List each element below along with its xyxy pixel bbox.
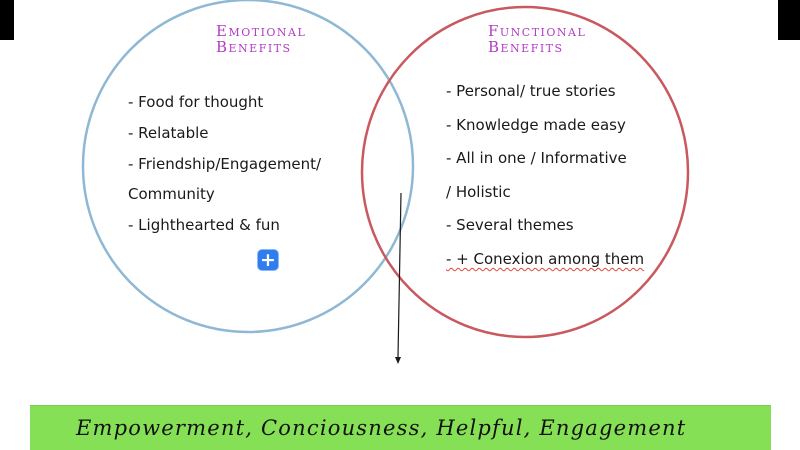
- functional-item: - Several themes: [446, 216, 574, 235]
- emotional-circle: [81, 0, 415, 334]
- functional-heading: Functional Benefits: [488, 23, 586, 55]
- right-edge-bar: [778, 0, 800, 40]
- connector-arrowhead: [395, 357, 401, 364]
- result-text: Empowerment, Conciousness, Helpful, Enga…: [76, 416, 687, 440]
- result-banner: Empowerment, Conciousness, Helpful, Enga…: [30, 405, 771, 450]
- functional-item: - Knowledge made easy: [446, 115, 626, 134]
- emotional-benefits-list: - Food for thought - Relatable - Friends…: [128, 87, 321, 241]
- functional-heading-line-1: Functional: [488, 22, 587, 40]
- emotional-heading-line-2: Benefits: [216, 38, 292, 56]
- functional-circle: [360, 5, 690, 339]
- functional-item: / Holistic: [446, 182, 511, 201]
- emotional-item: - Lighthearted & fun: [128, 216, 280, 235]
- functional-item: - Personal/ true stories: [446, 82, 616, 100]
- functional-benefits-list: - Personal/ true stories - Knowledge mad…: [446, 75, 644, 277]
- functional-item: - + Conexion among them: [446, 249, 645, 268]
- emotional-item: - Food for thought: [128, 93, 264, 111]
- functional-item: - All in one / Informative: [446, 149, 627, 168]
- plus-icon: +: [260, 249, 276, 271]
- emotional-heading-line-1: Emotional: [216, 22, 307, 40]
- emotional-item: - Relatable: [128, 123, 209, 142]
- emotional-item: - Friendship/Engagement/: [128, 154, 322, 173]
- left-edge-bar: [0, 0, 14, 40]
- emotional-heading: Emotional Benefits: [216, 23, 306, 55]
- add-button[interactable]: +: [258, 250, 278, 270]
- emotional-item: Community: [128, 185, 215, 204]
- functional-heading-line-2: Benefits: [488, 38, 564, 56]
- connector-line: [397, 192, 402, 358]
